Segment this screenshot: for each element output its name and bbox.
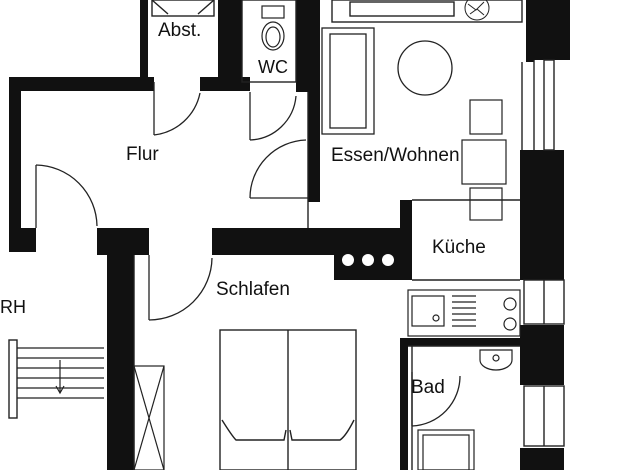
wall-flur-left — [9, 77, 21, 252]
wc-box — [241, 0, 297, 83]
room-label-abstellraum: Abst. — [158, 20, 202, 41]
room-label-wc: WC — [258, 57, 288, 77]
window-wohnen — [543, 59, 555, 151]
shower-icon — [417, 429, 475, 470]
dining-chairs — [461, 99, 507, 221]
wall-wohnen-left — [308, 92, 320, 202]
doors — [35, 82, 461, 427]
stair-rail — [8, 339, 18, 419]
room-label-flur: Flur — [126, 144, 159, 165]
stairs-icon — [17, 347, 104, 399]
sofa-icon — [321, 27, 375, 135]
wardrobe-icon — [133, 365, 165, 470]
walls — [9, 0, 570, 470]
round-table-icon — [397, 40, 453, 96]
wall-flur-top-1 — [9, 77, 154, 91]
wall-bad-top — [408, 338, 520, 346]
wall-exterior-right-1 — [526, 0, 570, 60]
sink-icon — [411, 295, 445, 327]
stove-icon — [452, 295, 476, 327]
room-label-schlafen: Schlafen — [216, 279, 290, 300]
washbasin-icon — [479, 349, 513, 371]
wall-exterior-right-2 — [520, 150, 564, 280]
wall-flur-bottom-1 — [9, 228, 36, 252]
dots — [342, 254, 394, 266]
abst-box — [151, 0, 215, 17]
wall-abst-left — [140, 0, 148, 82]
wall-exterior-right-4 — [520, 448, 564, 470]
wall-dark-block — [334, 228, 408, 280]
double-bed-icon — [219, 329, 357, 470]
room-label-treppenhaus: RH — [0, 297, 26, 317]
room-label-bad: Bad — [411, 377, 445, 398]
sideboard — [331, 0, 523, 23]
wall-abst-right — [218, 0, 242, 82]
plant-icon — [464, 0, 490, 21]
wall-schlafen-left — [107, 255, 134, 470]
room-label-essen-wohnen: Essen/Wohnen — [331, 145, 460, 166]
toilet-icon — [261, 5, 285, 51]
wall-window-sill-top — [526, 58, 534, 62]
wall-kueche-top — [400, 200, 412, 280]
wall-wc-right — [296, 0, 320, 92]
wall-exterior-right-3 — [520, 325, 564, 385]
wall-schlafen-right — [400, 338, 408, 470]
kitchen-counter — [407, 289, 521, 337]
room-label-kueche: Küche — [432, 237, 486, 258]
wall-flur-bottom-2 — [97, 228, 149, 255]
